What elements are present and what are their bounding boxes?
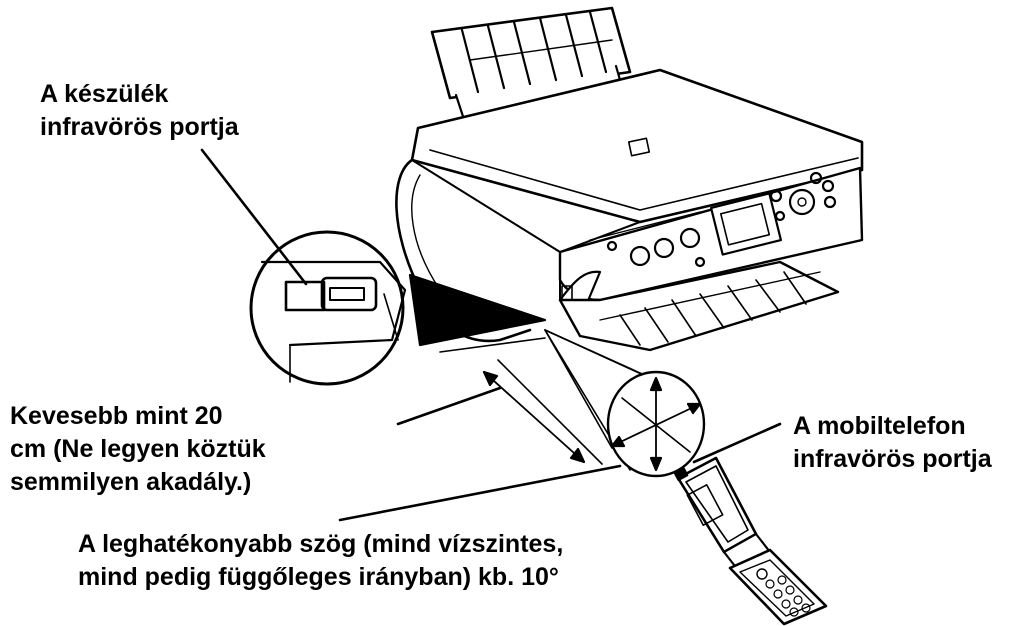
angle-label-line: A leghatékonyabb szög (mind vízszintes, bbox=[78, 530, 564, 558]
device-port-label: A készülék infravörös portja bbox=[40, 78, 239, 144]
device-port-label-line: A készülék bbox=[40, 80, 169, 108]
phone-port-label-line: A mobiltelefon bbox=[793, 412, 966, 440]
distance-label-line: cm (Ne legyen köztük bbox=[10, 435, 266, 463]
phone-port-label-line: infravörös portja bbox=[793, 445, 992, 473]
distance-leader bbox=[396, 386, 502, 426]
device-port-leader bbox=[200, 148, 308, 286]
infrared-beam-illustration bbox=[439, 329, 706, 478]
device-port-label-line: infravörös portja bbox=[40, 113, 239, 141]
distance-label-line: Kevesebb mint 20 bbox=[10, 402, 223, 430]
phone-port-label: A mobiltelefon infravörös portja bbox=[793, 410, 992, 476]
angle-label-line: mind pedig függőleges irányban) kb. 10° bbox=[78, 563, 559, 591]
phone-port-leader bbox=[692, 422, 782, 464]
distance-label-line: semmilyen akadály.) bbox=[10, 468, 252, 496]
port-magnifier-illustration bbox=[249, 230, 547, 386]
distance-label: Kevesebb mint 20 cm (Ne legyen köztük se… bbox=[10, 400, 266, 499]
mobile-phone-illustration bbox=[673, 456, 828, 626]
angle-leader bbox=[338, 464, 622, 522]
angle-label: A leghatékonyabb szög (mind vízszintes, … bbox=[78, 528, 563, 594]
